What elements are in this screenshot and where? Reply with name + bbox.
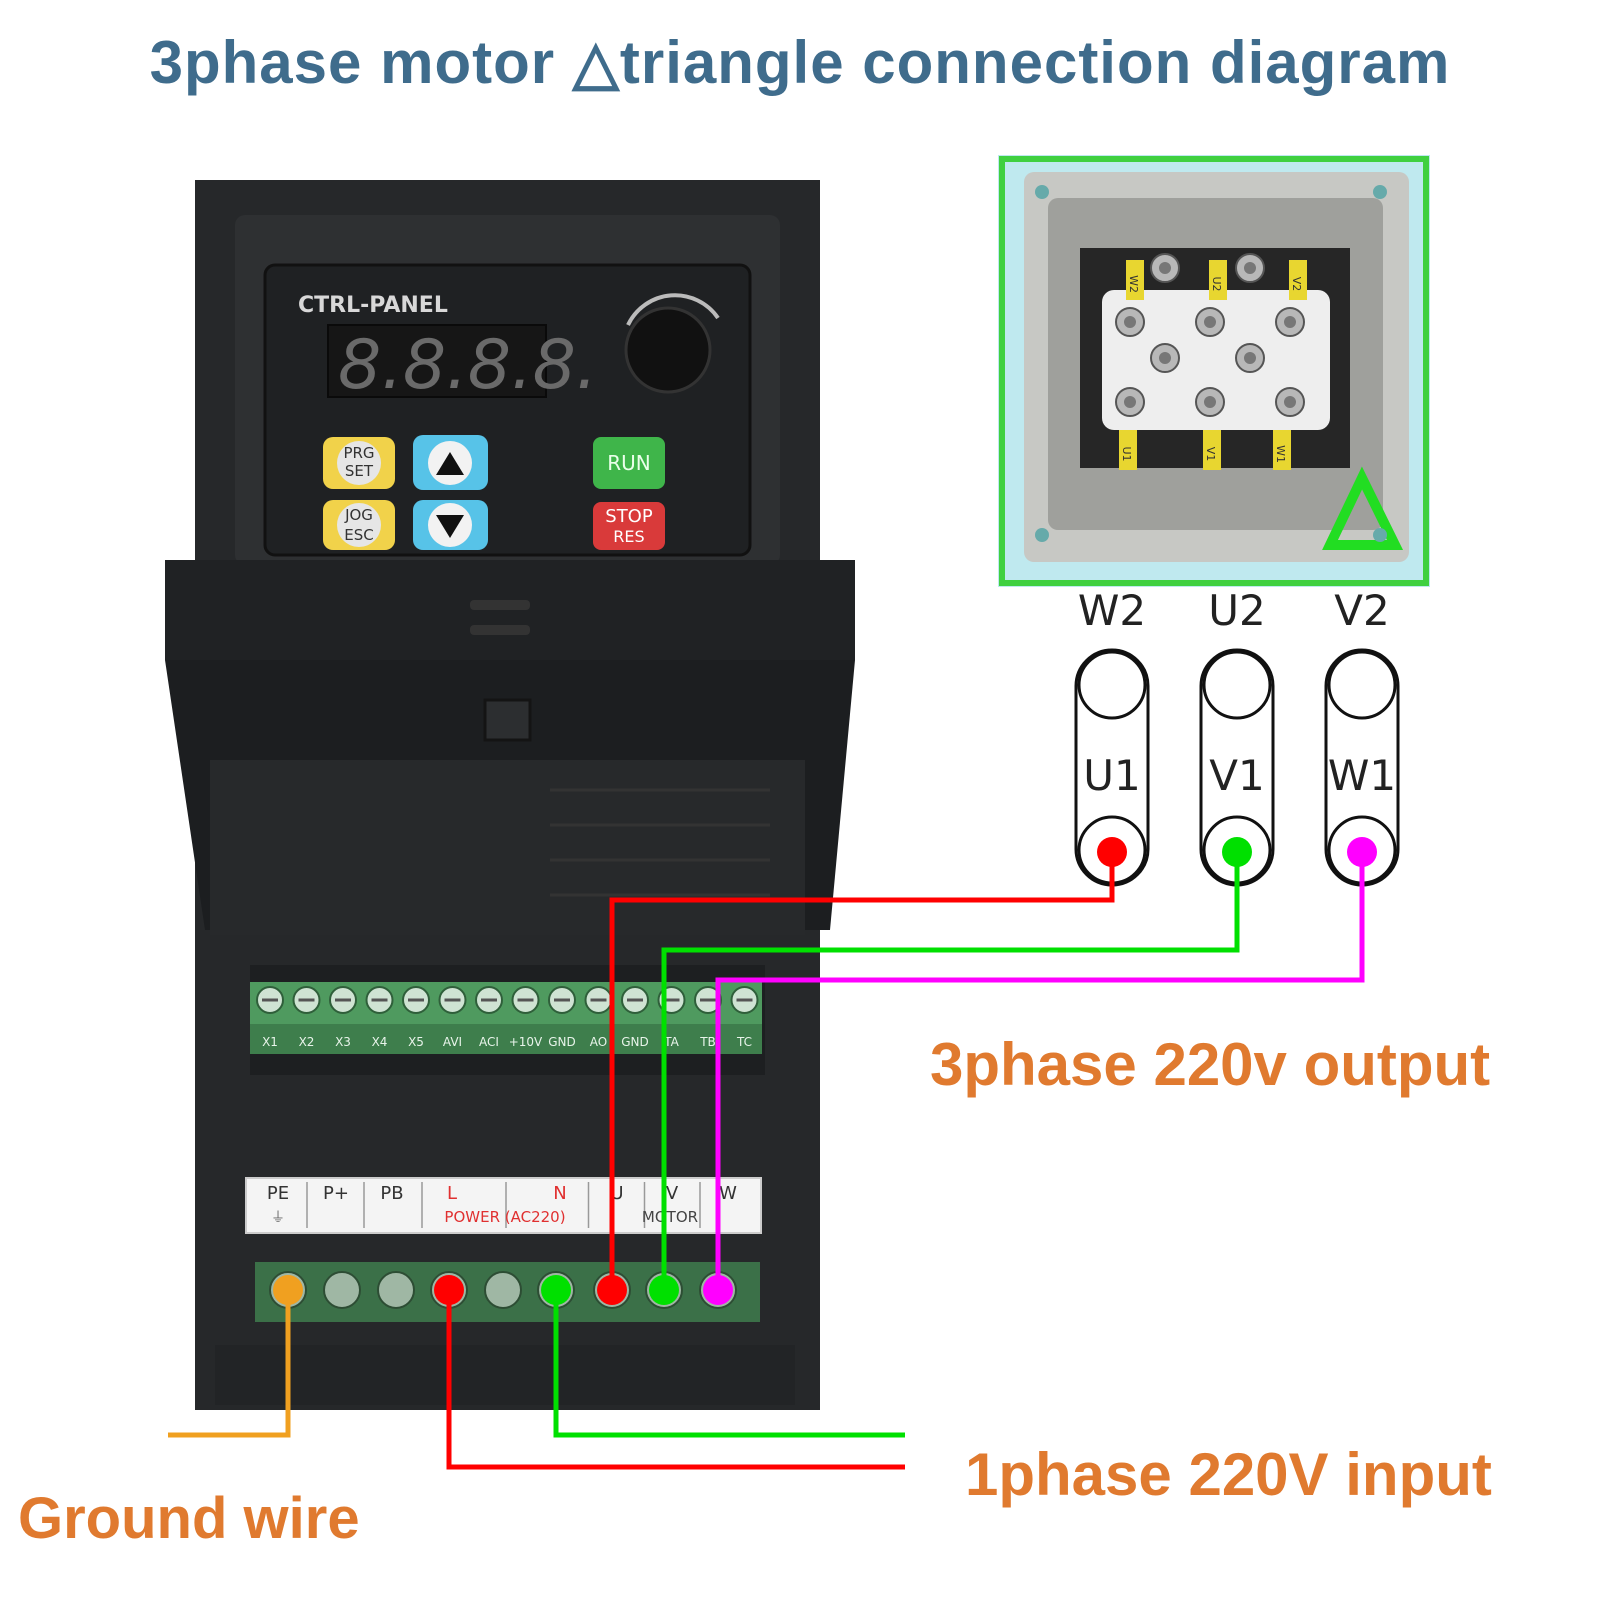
control-terminal-label: ACI [479, 1035, 499, 1049]
control-terminal-label: X4 [372, 1035, 388, 1049]
wire-tag-label: U2 [1210, 276, 1223, 291]
power-group-label: POWER (AC220) [444, 1208, 565, 1226]
power-terminal-screw [323, 1271, 361, 1309]
motor-mid-terminal-label: W1 [1328, 751, 1396, 800]
output-wires [609, 855, 1365, 1289]
motor-top-terminal-label: W2 [1078, 586, 1146, 635]
power-terminal-name: N [553, 1183, 566, 1204]
motor-top-terminal-label: V2 [1334, 586, 1389, 635]
terminal-circle-top [1327, 650, 1397, 720]
wire-tag-label: W1 [1274, 445, 1287, 463]
set-label: SET [345, 462, 374, 480]
terminal-connection-dot [597, 1275, 627, 1305]
wire-tag-label: V2 [1290, 277, 1303, 292]
w-wire [715, 855, 1365, 1289]
delta-symbol-icon [1322, 466, 1404, 550]
control-terminal-label: X5 [408, 1035, 424, 1049]
stop-res-button [593, 502, 665, 550]
inverter: CTRL-PANEL 8.8.8.8. PRG SET JOG ESC RUN … [165, 180, 855, 1410]
wire-tag [1203, 430, 1221, 470]
diagram-title: 3phase motor △triangle connection diagra… [149, 29, 1451, 96]
control-terminal-label: AO [590, 1035, 607, 1049]
power-terminal-name: P+ [323, 1183, 349, 1204]
v-wire [661, 855, 1240, 1289]
terminal-circle-top [1202, 650, 1272, 720]
output-label: 3phase 220v output [930, 1031, 1491, 1098]
wire-tag [1289, 260, 1307, 300]
control-terminal-label: TC [736, 1035, 752, 1049]
esc-label: ESC [344, 526, 373, 544]
wire-tag [1273, 430, 1291, 470]
motor-top-terminal-label: U2 [1208, 586, 1265, 635]
speed-knob [624, 306, 712, 394]
display-screen [327, 324, 547, 398]
ground-wire [168, 1289, 291, 1438]
power-terminal-name: PE [267, 1183, 289, 1204]
power-terminal-label [245, 1177, 762, 1234]
input-label: 1phase 220V input [965, 1441, 1492, 1508]
jog-label: JOG [344, 506, 373, 524]
n-wire [553, 1289, 905, 1438]
control-terminal-label: X1 [262, 1035, 278, 1049]
terminal-connection-dot [703, 1275, 733, 1305]
wire-tag-label: V1 [1204, 447, 1217, 462]
power-terminal-screw [484, 1271, 522, 1309]
wire-tag [1209, 260, 1227, 300]
run-button [593, 437, 665, 489]
panel-name: CTRL-PANEL [298, 293, 448, 318]
motor-group-label: MOTOR [642, 1208, 698, 1226]
ground-label: Ground wire [18, 1486, 360, 1551]
terminal-connection-dot [649, 1275, 679, 1305]
motor-connection-dot [1347, 837, 1377, 867]
motor-connection-dot [1222, 837, 1252, 867]
wire-tag [1126, 260, 1144, 300]
motor-box-highlight [999, 156, 1429, 586]
control-terminal-label: +10V [509, 1035, 543, 1049]
wire-tag-label: W2 [1127, 275, 1140, 293]
u-wire [609, 855, 1115, 1289]
control-terminal-label: TA [663, 1035, 679, 1049]
prg-label: PRG [343, 444, 374, 462]
motor-connection-dot [1097, 837, 1127, 867]
power-terminal-name: W [719, 1183, 737, 1204]
control-terminal-block [250, 982, 762, 1024]
control-terminal-label: GND [548, 1035, 576, 1049]
motor-mid-terminal-label: V1 [1209, 751, 1264, 800]
stop-label: STOP [605, 506, 653, 527]
control-terminal-label: TB [699, 1035, 716, 1049]
wire-tag-label: U1 [1120, 446, 1133, 461]
display-digits: 8.8.8.8. [338, 326, 598, 405]
terminal-plate [1102, 290, 1330, 430]
ground-symbol-icon: ⏚ [271, 1210, 285, 1226]
up-arrow-icon [436, 452, 464, 475]
l-wire [446, 1289, 905, 1470]
power-terminal-screw [377, 1271, 415, 1309]
res-label: RES [613, 527, 644, 546]
power-terminal-name: L [447, 1183, 457, 1204]
control-terminal-label: X3 [335, 1035, 351, 1049]
control-terminal-label: X2 [299, 1035, 315, 1049]
control-terminal-label: GND [621, 1035, 649, 1049]
knob-arc [626, 293, 720, 326]
motor-mid-terminal-label: U1 [1083, 751, 1140, 800]
terminal-circle-top [1077, 650, 1147, 720]
power-terminal-name: PB [380, 1183, 403, 1204]
down-arrow-icon [436, 515, 464, 538]
wire-tag [1119, 430, 1137, 470]
control-terminal-label: AVI [443, 1035, 462, 1049]
power-terminal-name: V [666, 1183, 679, 1204]
run-label: RUN [607, 451, 651, 475]
input-wires [168, 1289, 905, 1470]
